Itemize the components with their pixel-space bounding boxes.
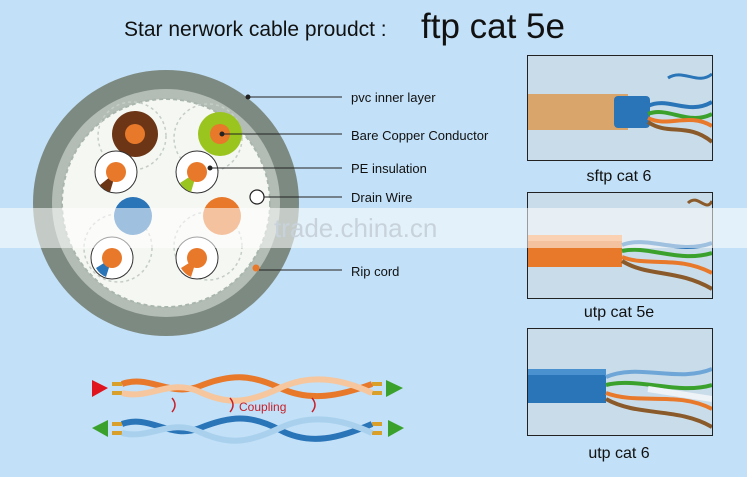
arrow-green-right-icon [388, 420, 404, 437]
drain-wire [249, 189, 265, 205]
arrow-green-icon [386, 380, 403, 397]
label-pvc-inner-layer: pvc inner layer [351, 90, 436, 105]
caption-utp-cat5e: utp cat 5e [583, 304, 655, 321]
label-rip-cord: Rip cord [351, 264, 400, 279]
watermark-band [0, 208, 747, 248]
watermark: trade.china.cn [274, 213, 438, 243]
photo-sftp-cat6 [527, 55, 713, 161]
leader-lines [207, 94, 342, 271]
label-bare-copper-conductor: Bare Copper Conductor [351, 128, 489, 143]
page-title: Star nerwork cable proudct : ftp cat 5e [0, 0, 747, 52]
label-drain-wire: Drain Wire [351, 190, 413, 205]
twisted-pair-diagram [92, 374, 404, 444]
coupling-label: Coupling [239, 400, 287, 414]
caption-sftp-cat6: sftp cat 6 [586, 168, 652, 185]
arrow-green-left-icon [92, 420, 108, 437]
title-prefix: Star nerwork cable proudct : [124, 18, 387, 41]
rip-cord [252, 264, 260, 272]
pair-brown [94, 101, 167, 194]
caption-utp-cat6: utp cat 6 [588, 445, 650, 462]
title-product: ftp cat 5e [421, 7, 565, 46]
arrow-red-icon [92, 380, 108, 397]
label-pe-insulation: PE insulation [351, 161, 427, 176]
photo-utp-cat6 [527, 328, 713, 436]
